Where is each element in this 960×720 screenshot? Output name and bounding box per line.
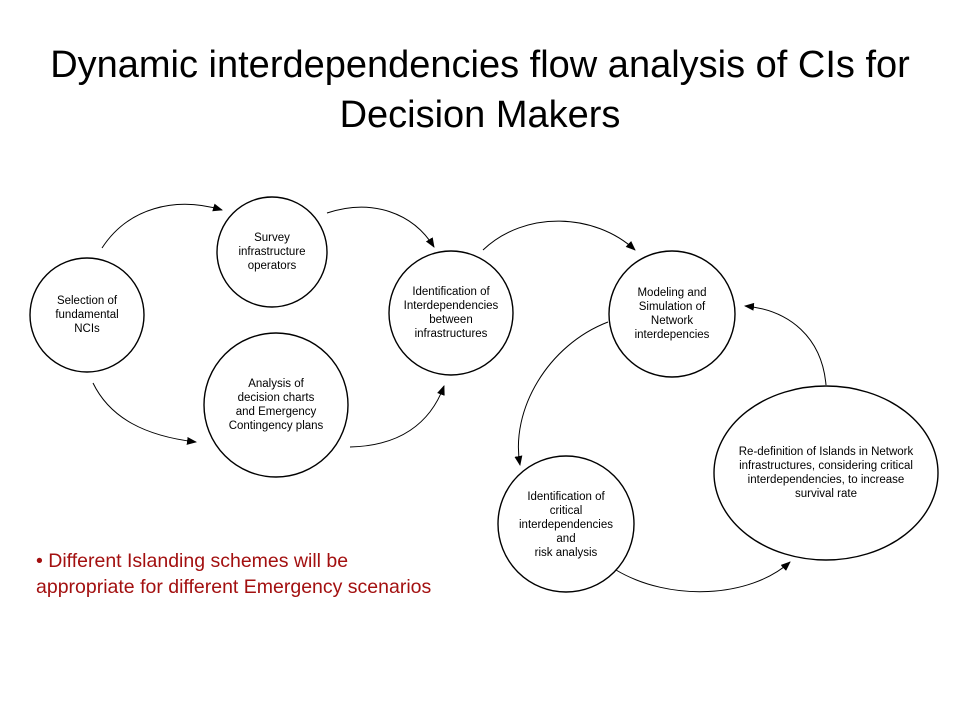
node-selection-circle — [29, 257, 145, 373]
arrow-identification-to-modeling — [482, 220, 636, 251]
node-identification-label: Identification of Interdependencies betw… — [403, 286, 499, 340]
arrow-redefinition-to-modeling — [744, 302, 827, 386]
arrow-selection-to-analysis — [92, 382, 197, 445]
arrow-modeling-to-critical — [514, 321, 609, 466]
node-survey-label: Survey infrastructure operators — [238, 232, 306, 272]
node-modeling-label: Modeling and Simulation of Network inter… — [634, 287, 710, 341]
arrow-survey-to-identification — [326, 206, 435, 248]
note-bullet: • Different Islanding schemes will be ap… — [36, 550, 432, 598]
arrow-critical-to-redefinition — [615, 561, 791, 593]
arrow-analysis-to-identification — [349, 385, 445, 448]
node-analysis-circle — [203, 332, 349, 478]
page-title: Dynamic interdependencies flow analysis … — [50, 44, 910, 136]
node-selection-label: Selection of fundamental NCIs — [55, 295, 119, 335]
node-critical-circle — [497, 455, 635, 593]
node-survey-circle — [216, 196, 328, 308]
node-redefinition-circle — [713, 385, 939, 561]
arrow-selection-to-survey — [101, 203, 223, 249]
node-identification-circle — [388, 250, 514, 376]
node-critical-label: Identification of critical interdependen… — [519, 491, 613, 559]
node-analysis-label: Analysis of decision charts and Emergenc… — [228, 378, 324, 432]
node-redefinition-label: Re-definition of Islands in Network infr… — [738, 446, 914, 500]
node-modeling-circle — [608, 250, 736, 378]
